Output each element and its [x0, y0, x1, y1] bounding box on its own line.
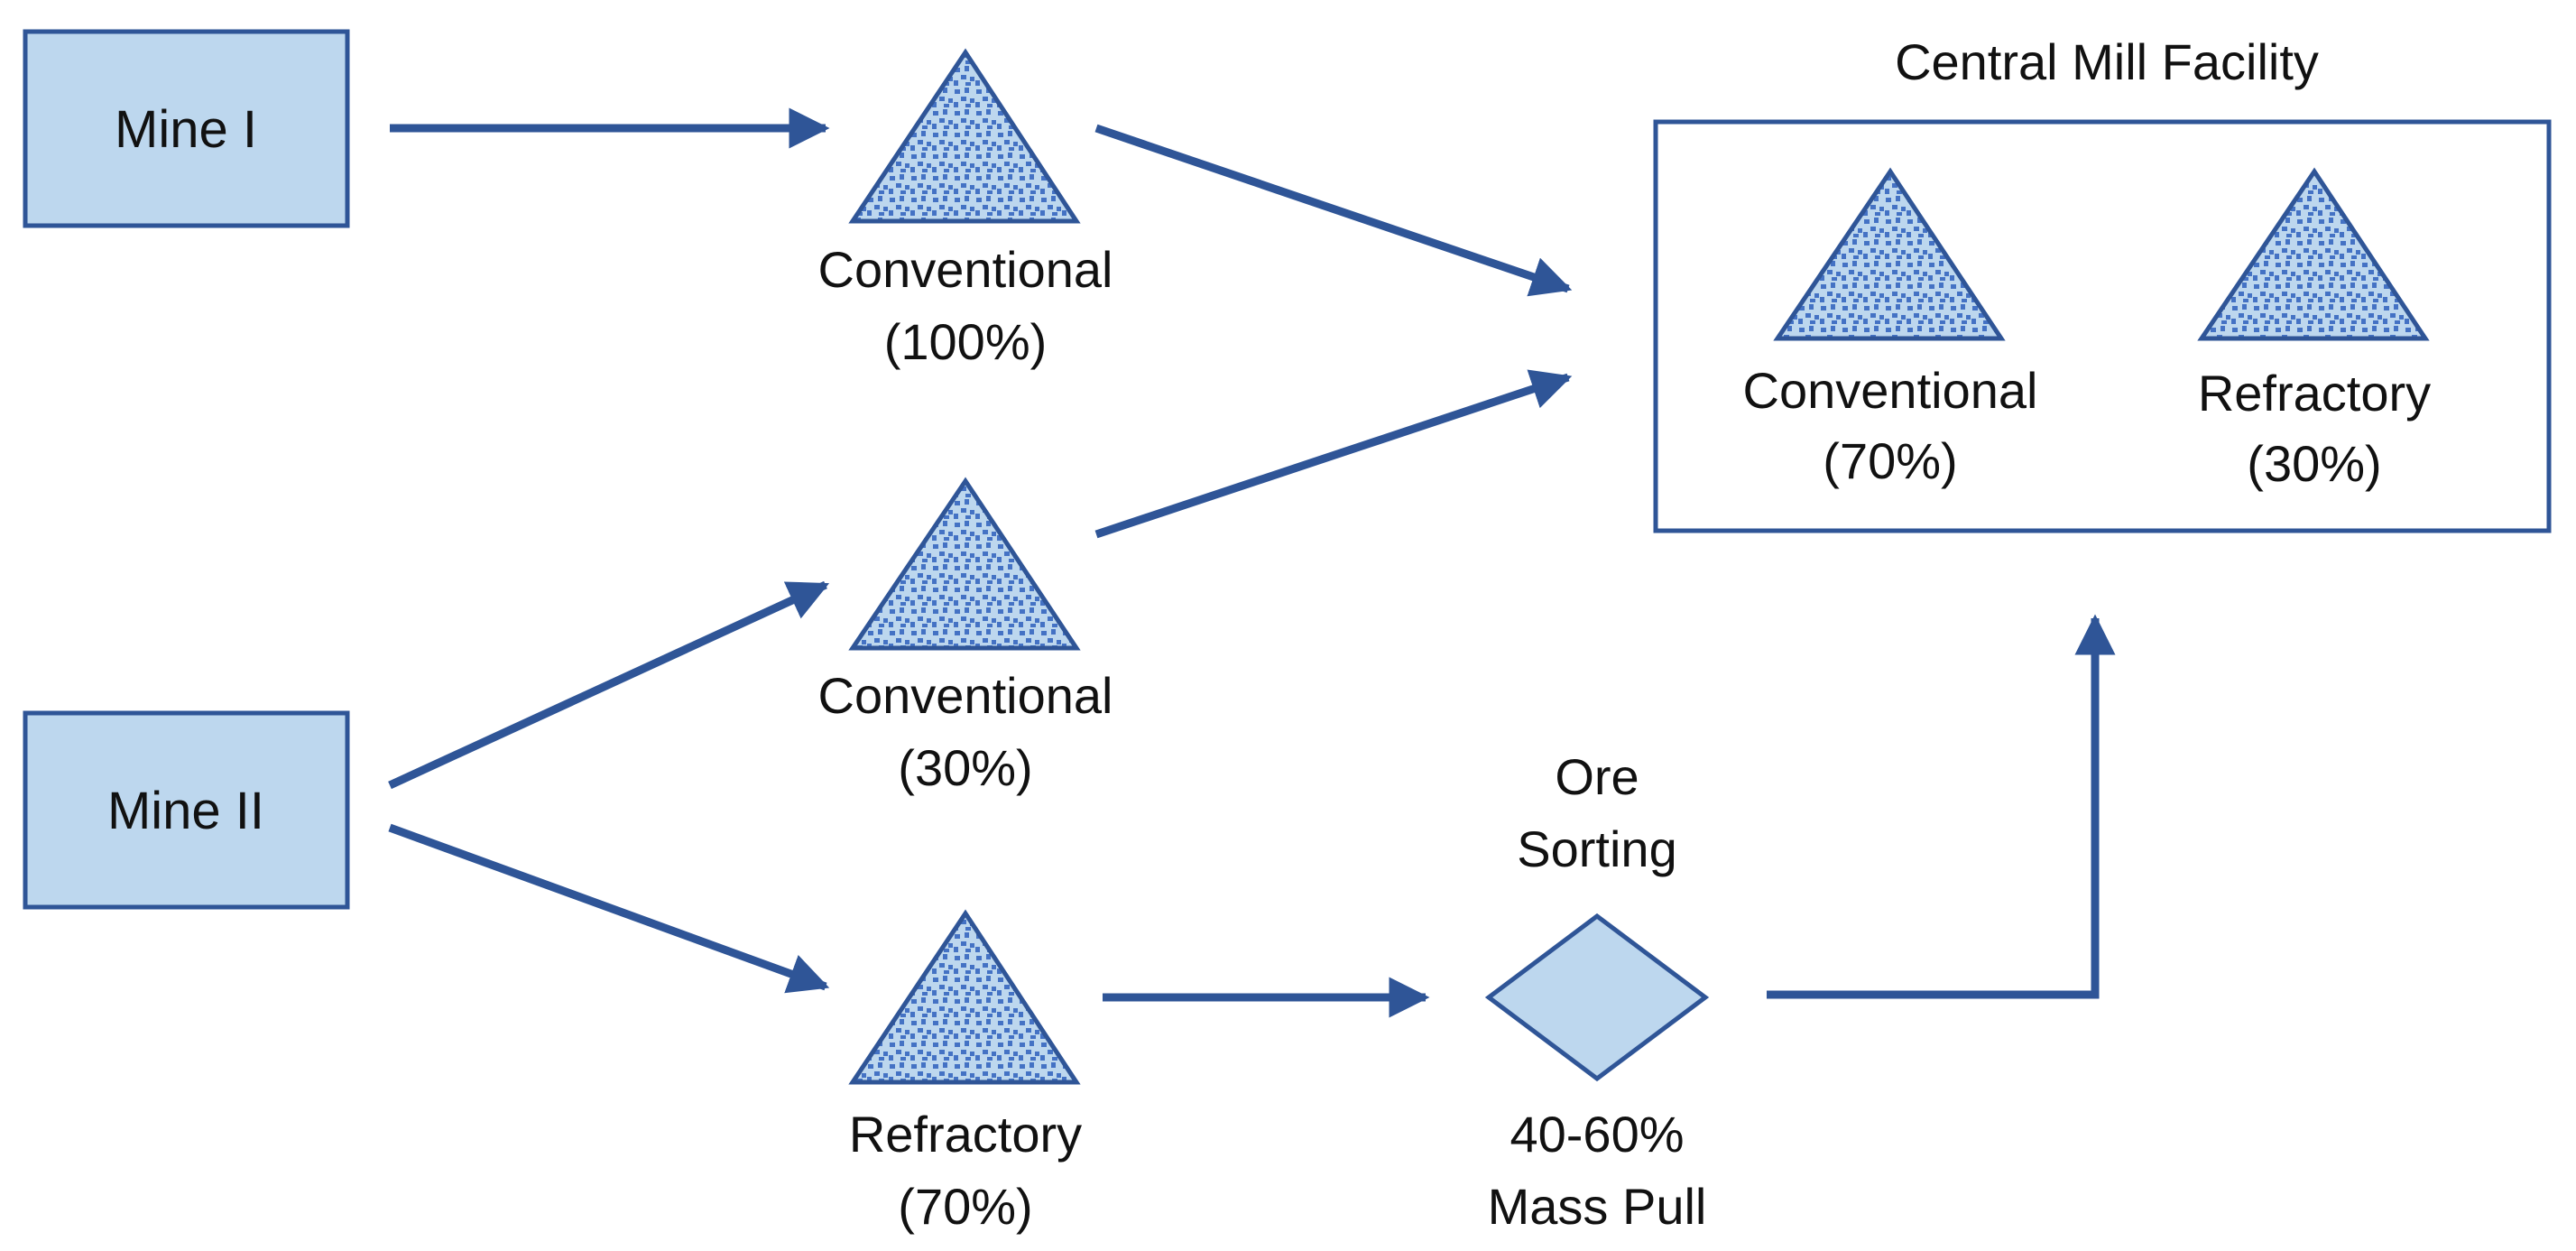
- central-mill-conventional-percent: (70%): [1823, 432, 1957, 489]
- stockpile-conventional-mine2-type: Conventional: [818, 667, 1113, 724]
- stockpile-conventional-mine2-percent: (30%): [898, 739, 1032, 796]
- central-mill-conventional: Conventional (70%): [1743, 167, 2038, 489]
- stockpile-refractory-mine2: Refractory (70%): [848, 909, 1082, 1235]
- central-mill-refractory: Refractory (30%): [2197, 167, 2431, 492]
- central-mill-facility: Central Mill Facility Conventional (70%)…: [1653, 33, 2552, 533]
- stockpile-refractory-mine2-type: Refractory: [849, 1106, 1082, 1163]
- stockpile-triangle-icon: [2197, 167, 2430, 341]
- diamond-icon: [1484, 913, 1710, 1082]
- central-mill-refractory-type: Refractory: [2198, 365, 2431, 422]
- ore-sorting-mass-pull-value: 40-60%: [1510, 1106, 1684, 1163]
- arrow-conventional-to-mill: [1094, 124, 1573, 297]
- stockpile-triangle-icon: [848, 48, 1081, 224]
- stockpile-triangle-icon: [1773, 167, 2006, 341]
- mine-1-node: Mine I: [23, 29, 350, 228]
- stockpile-conventional-mine1-percent: (100%): [884, 313, 1048, 370]
- stockpile-conventional-mine2: Conventional (30%): [818, 477, 1113, 796]
- central-mill-title: Central Mill Facility: [1895, 33, 2319, 90]
- mine-2-label: Mine II: [107, 782, 264, 840]
- mine-2-node: Mine II: [23, 710, 350, 910]
- mine-1-label: Mine I: [115, 100, 257, 159]
- stockpile-triangle-icon: [848, 477, 1081, 651]
- ore-sorting-title-line2: Sorting: [1517, 820, 1676, 877]
- arrow-conventional30-to-mill: [1094, 369, 1573, 539]
- stockpile-refractory-mine2-percent: (70%): [898, 1178, 1032, 1235]
- central-mill-refractory-percent: (30%): [2247, 435, 2381, 492]
- stockpile-conventional-mine1: Conventional (100%): [818, 48, 1113, 370]
- stockpile-conventional-mine1-type: Conventional: [818, 241, 1113, 298]
- stockpile-triangle-icon: [848, 909, 1081, 1085]
- ore-sorting-title-line1: Ore: [1555, 748, 1639, 805]
- ore-sorting-mass-pull-label: Mass Pull: [1488, 1178, 1707, 1235]
- arrow-sorting-to-mill: [1767, 614, 2116, 999]
- ore-sorting-node: Ore Sorting 40-60% Mass Pull: [1484, 748, 1710, 1235]
- central-mill-conventional-type: Conventional: [1743, 362, 2038, 419]
- flow-arrows: [388, 107, 2116, 1018]
- arrow-mine2-to-refractory: [388, 823, 830, 994]
- arrow-mine2-to-conventional30: [388, 580, 830, 790]
